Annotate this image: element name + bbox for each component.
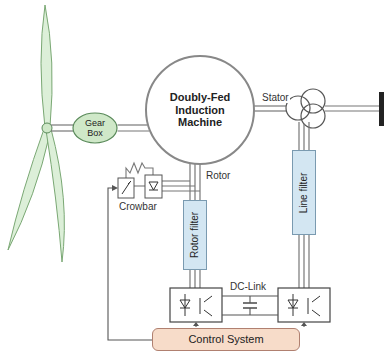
diode-symbol	[149, 182, 158, 190]
node-text: Gear Box	[76, 118, 114, 139]
gearbox-ellipse: Gear Box	[72, 112, 118, 144]
wire-label: Stator	[261, 92, 290, 103]
machine-circle: Doubly-Fed Induction Machine	[145, 55, 255, 165]
blade	[41, 5, 52, 128]
grid-bus	[379, 92, 384, 126]
crowbar-wires	[126, 163, 200, 191]
rotor-converter-wires	[190, 270, 200, 288]
line-filter-wires	[299, 122, 309, 288]
hub	[42, 123, 52, 133]
switch-symbol	[122, 181, 131, 194]
turbine-blades	[8, 5, 64, 262]
node-text: Control System	[188, 333, 263, 346]
arrowhead	[193, 322, 307, 326]
part-label: Crowbar	[118, 201, 158, 212]
connector	[190, 163, 200, 200]
control-box: Control System	[152, 328, 300, 351]
node-text: Doubly-Fed Induction Machine	[158, 91, 242, 129]
transformer-symbol	[286, 89, 325, 128]
crowbar-switch	[118, 178, 134, 198]
blade	[46, 129, 64, 262]
control-wires	[108, 188, 304, 340]
arrowhead	[112, 185, 118, 191]
grid-side-converter	[278, 288, 330, 322]
filter-box: Rotor filter	[183, 200, 207, 270]
dc-link-wires	[222, 296, 278, 315]
low-speed-shaft	[51, 125, 73, 131]
stator-wires	[254, 106, 286, 111]
grid-wires	[325, 106, 379, 111]
connector	[118, 125, 150, 131]
part-label: DC-Link	[229, 281, 267, 292]
rotor-side-converter	[170, 288, 222, 322]
blade	[8, 129, 50, 250]
node-text: Rotor filter	[189, 212, 201, 258]
rectifier-box	[145, 175, 162, 198]
filter-box: Line filter	[292, 150, 316, 235]
wire-label: Rotor	[205, 170, 231, 181]
igbt-symbols	[180, 294, 320, 316]
node-text: Line filter	[298, 172, 310, 213]
